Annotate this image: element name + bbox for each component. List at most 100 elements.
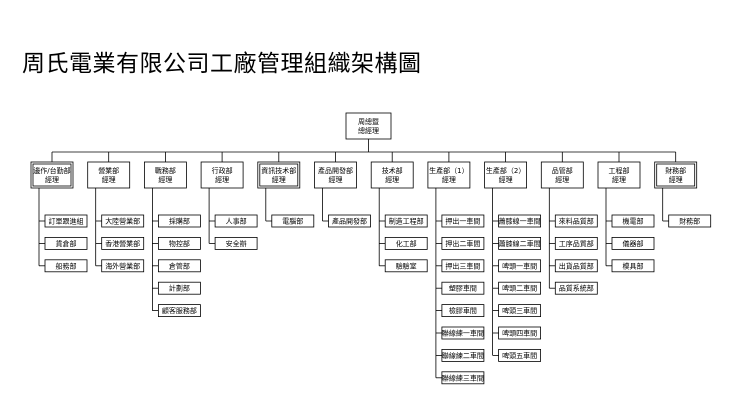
sub-unit-box: 聯線練二車間 — [441, 348, 485, 362]
department-box-label: 邊作/台勤部 — [33, 166, 70, 175]
department-box-label: 經理 — [669, 175, 683, 184]
department-box-label: 生產部（1） — [429, 166, 468, 175]
sub-unit-box: 香港營業部 — [101, 236, 145, 250]
sub-unit-box: 押出一車間 — [441, 214, 485, 228]
sub-unit-box-label: 檢膠車間 — [449, 306, 477, 315]
sub-unit-box: 啤頭五車間 — [498, 348, 542, 362]
sub-unit-box: 塑膠車間 — [441, 281, 485, 295]
sub-unit-box-label: 採購部 — [169, 217, 190, 226]
department-box-label: 產品開發部 — [318, 166, 353, 175]
sub-unit-box-label: 蕭膝線二車間 — [499, 239, 541, 248]
department-box-label: 品管部 — [552, 166, 573, 175]
sub-unit-box-label: 聯線練三車間 — [442, 373, 484, 382]
sub-unit-box: 機電部 — [611, 214, 655, 228]
department-box-label: 技术部 — [382, 166, 403, 175]
sub-unit-box: 儀器部 — [611, 236, 655, 250]
sub-unit-box-label: 蕭膝線一車間 — [499, 217, 541, 226]
sub-unit-box-label: 聯線練一車間 — [442, 329, 484, 338]
sub-unit-box-label: 聯線練二車間 — [442, 351, 484, 360]
sub-unit-box: 押出二車間 — [441, 236, 485, 250]
department-box-label: 經理 — [45, 175, 59, 184]
sub-unit-box-label: 香港營業部 — [105, 239, 140, 248]
sub-unit-box: 化工部 — [384, 236, 428, 250]
sub-unit-box-label: 來料品質部 — [559, 217, 594, 226]
department-box-label: 經理 — [499, 175, 513, 184]
sub-unit-box-label: 安全辦 — [226, 239, 247, 248]
sub-unit-box: 啤頭三車間 — [498, 304, 542, 318]
sub-unit-box-label: 模具部 — [623, 261, 644, 270]
sub-unit-box: 押出三車間 — [441, 259, 485, 273]
department-box-label: 經理 — [158, 175, 172, 184]
sub-unit-box-label: 化工部 — [396, 239, 417, 248]
department-box-label: 經理 — [272, 175, 286, 184]
sub-unit-box: 倉管部 — [157, 259, 201, 273]
department-box-label: 行政部 — [212, 166, 233, 175]
sub-unit-box-label: 制造工程部 — [389, 217, 424, 226]
department-box-label: 經理 — [329, 175, 343, 184]
sub-unit-box: 模具部 — [611, 259, 655, 273]
sub-unit-box-label: 啤頭三車間 — [502, 306, 537, 315]
department-box-label: 經理 — [612, 175, 626, 184]
sub-unit-box: 啤頭四車間 — [498, 326, 542, 340]
sub-unit-box-label: 物控部 — [169, 239, 190, 248]
sub-unit-box: 品質系統部 — [554, 281, 598, 295]
sub-unit-box: 計劃部 — [157, 281, 201, 295]
sub-unit-box-label: 財務部 — [679, 217, 700, 226]
department-box-label: 經理 — [385, 175, 399, 184]
sub-unit-box-label: 儀器部 — [623, 239, 644, 248]
sub-unit-box-label: 驗驗室 — [396, 261, 417, 270]
sub-unit-box-label: 海外營業部 — [105, 261, 140, 270]
page-title: 周氏電業有限公司工廠管理組織架構圖 — [22, 51, 422, 77]
sub-unit-box: 聯線練三車間 — [441, 371, 485, 385]
department-box-label: 財務部 — [665, 166, 686, 175]
sub-unit-box: 聯線練一車間 — [441, 326, 485, 340]
sub-unit-box: 安全辦 — [214, 236, 258, 250]
sub-unit-box-label: 押出三車間 — [445, 261, 480, 270]
sub-unit-box-label: 計劃部 — [169, 284, 190, 293]
sub-unit-box-label: 訂單跟進組 — [49, 217, 84, 226]
sub-unit-box: 檢膠車間 — [441, 304, 485, 318]
department-box-label: 生產部（2） — [486, 166, 525, 175]
department-box-label: 資訊技术部 — [261, 166, 296, 175]
sub-unit-box-label: 機電部 — [623, 217, 644, 226]
sub-unit-box-label: 啤頭一車間 — [502, 261, 537, 270]
sub-unit-box: 電腦部 — [271, 214, 315, 228]
department-box-label: 經理 — [102, 175, 116, 184]
sub-unit-box: 海外營業部 — [101, 259, 145, 273]
department-box-label: 戰務部 — [155, 166, 176, 175]
sub-unit-box-label: 押出一車間 — [445, 217, 480, 226]
sub-unit-box: 大陸營業部 — [101, 214, 145, 228]
root-box-label: 周總暨 — [358, 117, 379, 126]
sub-unit-box: 物控部 — [157, 236, 201, 250]
sub-unit-box-label: 啤頭四車間 — [502, 329, 537, 338]
root-box-label: 總經理 — [358, 126, 379, 135]
sub-unit-box: 採購部 — [157, 214, 201, 228]
sub-unit-box: 啤頭一車間 — [498, 259, 542, 273]
sub-unit-box: 訂單跟進組 — [44, 214, 88, 228]
sub-unit-box-label: 貨倉部 — [56, 239, 77, 248]
sub-unit-box-label: 人事部 — [226, 217, 247, 226]
sub-unit-box-label: 電腦部 — [282, 217, 303, 226]
sub-unit-box: 制造工程部 — [384, 214, 428, 228]
sub-unit-box: 蕭膝線一車間 — [498, 214, 542, 228]
sub-unit-box-label: 船務部 — [56, 261, 77, 270]
sub-unit-box: 來料品質部 — [554, 214, 598, 228]
department-box: 生產部（2）經理 — [484, 161, 528, 189]
sub-unit-box: 財務部 — [668, 214, 712, 228]
department-box-label: 經理 — [215, 175, 229, 184]
department-box: 生產部（1）經理 — [427, 161, 471, 189]
sub-unit-box-label: 啤頭五車間 — [502, 351, 537, 360]
department-box-label: 營業部 — [98, 166, 119, 175]
sub-unit-box: 出貨品質部 — [554, 259, 598, 273]
sub-unit-box-label: 產品開發部 — [332, 217, 367, 226]
sub-unit-box: 人事部 — [214, 214, 258, 228]
sub-unit-box: 啤頭二車間 — [498, 281, 542, 295]
sub-unit-box-label: 啤頭二車間 — [502, 284, 537, 293]
